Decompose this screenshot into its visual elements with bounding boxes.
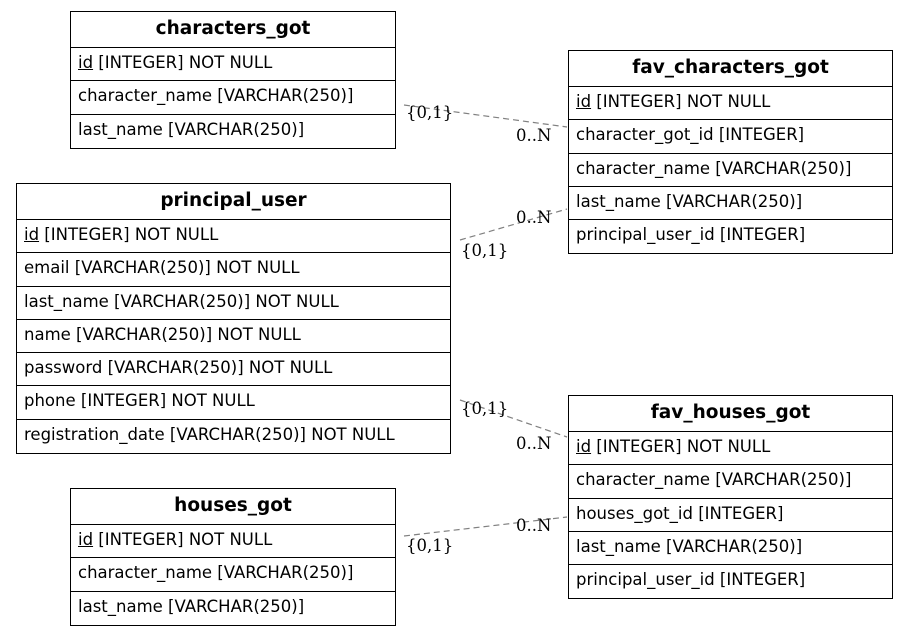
primary-key-name: id <box>24 225 40 244</box>
attribute-name: last_name <box>78 596 163 616</box>
attribute-row: houses_got_id [INTEGER] <box>569 499 892 532</box>
attribute-name: principal_user_id <box>576 225 715 245</box>
attribute-type: [INTEGER] <box>692 503 784 523</box>
attribute-type: [VARCHAR(250)] <box>710 470 852 490</box>
rel-from-card-user-1: {0,1} <box>461 241 508 260</box>
attribute-name: phone <box>24 391 76 411</box>
attribute-type: [VARCHAR(250)] <box>660 536 803 556</box>
attribute-name: last_name <box>576 536 661 556</box>
attribute-type: [VARCHAR(250)] <box>212 86 354 106</box>
rel-to-card-fav-characters-1: 0..N <box>516 126 551 145</box>
rel-to-card-fav-characters-2: 0..N <box>516 208 551 227</box>
attribute-type: [INTEGER] NOT NULL <box>591 92 771 111</box>
attribute-type: [VARCHAR(250)] <box>162 119 305 139</box>
attribute-name: houses_got_id <box>576 503 693 523</box>
attribute-row: last_name [VARCHAR(250)] <box>71 592 395 625</box>
entity-principal-user[interactable]: principal_user id [INTEGER] NOT NULL ema… <box>16 183 451 455</box>
attribute-row: character_name [VARCHAR(250)] <box>569 154 892 187</box>
attribute-row: id [INTEGER] NOT NULL <box>569 87 892 121</box>
entity-fav-houses-got[interactable]: fav_houses_got id [INTEGER] NOT NULL cha… <box>568 395 893 600</box>
entity-title: fav_houses_got <box>569 396 892 432</box>
attribute-name: character_name <box>78 563 213 583</box>
attribute-row: id [INTEGER] NOT NULL <box>71 525 395 559</box>
attribute-name: password <box>24 358 103 378</box>
attribute-row: character_got_id [INTEGER] <box>569 120 892 154</box>
attribute-row: email [VARCHAR(250)] NOT NULL <box>17 253 450 287</box>
attribute-name: registration_date <box>24 424 165 444</box>
rel-to-card-fav-houses-2: 0..N <box>516 516 551 535</box>
attribute-name: last_name <box>24 291 109 311</box>
attribute-type: [VARCHAR(250)] NOT NULL <box>70 324 301 344</box>
rel-line-characters-fav-characters <box>403 104 568 128</box>
primary-key-name: id <box>576 92 592 111</box>
rel-from-card-characters: {0,1} <box>406 103 453 122</box>
primary-key-name: id <box>576 437 592 456</box>
attribute-type: [INTEGER] NOT NULL <box>75 391 255 411</box>
attribute-row: id [INTEGER] NOT NULL <box>569 432 892 466</box>
attribute-type: [VARCHAR(250)] NOT NULL <box>102 358 333 378</box>
attribute-type: [VARCHAR(250)] <box>710 158 852 178</box>
attribute-type: [VARCHAR(250)] NOT NULL <box>108 291 339 311</box>
attribute-row: character_name [VARCHAR(250)] <box>569 465 892 499</box>
attribute-type: [INTEGER] NOT NULL <box>39 225 219 244</box>
attribute-row: phone [INTEGER] NOT NULL <box>17 386 450 420</box>
attribute-name: principal_user_id <box>576 570 715 590</box>
rel-to-card-fav-houses-1: 0..N <box>516 434 551 453</box>
attribute-type: [INTEGER] <box>713 125 805 145</box>
attribute-type: [VARCHAR(250)] NOT NULL <box>69 258 300 278</box>
attribute-type: [VARCHAR(250)] <box>212 563 354 583</box>
attribute-type: [INTEGER] NOT NULL <box>591 437 771 456</box>
entity-title: principal_user <box>17 184 450 220</box>
attribute-name: character_name <box>78 86 213 106</box>
attribute-name: last_name <box>78 119 163 139</box>
attribute-row: principal_user_id [INTEGER] <box>569 565 892 598</box>
attribute-row: password [VARCHAR(250)] NOT NULL <box>17 353 450 387</box>
primary-key-name: id <box>78 53 94 72</box>
attribute-row: character_name [VARCHAR(250)] <box>71 558 395 592</box>
primary-key-name: id <box>78 530 94 549</box>
attribute-row: last_name [VARCHAR(250)] <box>71 115 395 148</box>
attribute-row: last_name [VARCHAR(250)] NOT NULL <box>17 287 450 320</box>
attribute-row: name [VARCHAR(250)] NOT NULL <box>17 320 450 354</box>
attribute-row: registration_date [VARCHAR(250)] NOT NUL… <box>17 420 450 453</box>
attribute-row: character_name [VARCHAR(250)] <box>71 81 395 115</box>
rel-line-houses-fav-houses <box>403 516 568 537</box>
attribute-row: last_name [VARCHAR(250)] <box>569 187 892 221</box>
attribute-name: character_name <box>576 470 711 490</box>
attribute-type: [VARCHAR(250)] <box>660 191 803 211</box>
attribute-name: character_got_id <box>576 125 714 145</box>
attribute-name: last_name <box>576 191 661 211</box>
attribute-name: name <box>24 324 71 344</box>
rel-line-user-fav-characters <box>459 208 568 241</box>
entity-characters-got[interactable]: characters_got id [INTEGER] NOT NULL cha… <box>70 11 396 149</box>
entity-title: houses_got <box>71 489 395 525</box>
attribute-name: email <box>24 258 70 278</box>
attribute-type: [INTEGER] <box>714 570 806 590</box>
attribute-type: [INTEGER] <box>714 225 806 245</box>
entity-houses-got[interactable]: houses_got id [INTEGER] NOT NULL charact… <box>70 488 396 626</box>
attribute-row: id [INTEGER] NOT NULL <box>71 48 395 82</box>
attribute-row: principal_user_id [INTEGER] <box>569 220 892 253</box>
rel-line-user-fav-houses <box>459 399 568 438</box>
rel-from-card-houses: {0,1} <box>406 536 453 555</box>
attribute-type: [VARCHAR(250)] <box>162 596 305 616</box>
attribute-row: last_name [VARCHAR(250)] <box>569 532 892 566</box>
attribute-type: [INTEGER] NOT NULL <box>93 530 273 549</box>
entity-title: characters_got <box>71 12 395 48</box>
attribute-row: id [INTEGER] NOT NULL <box>17 220 450 254</box>
entity-title: fav_characters_got <box>569 51 892 87</box>
entity-fav-characters-got[interactable]: fav_characters_got id [INTEGER] NOT NULL… <box>568 50 893 255</box>
attribute-type: [VARCHAR(250)] NOT NULL <box>164 424 395 444</box>
attribute-name: character_name <box>576 158 711 178</box>
rel-from-card-user-2: {0,1} <box>461 399 508 418</box>
attribute-type: [INTEGER] NOT NULL <box>93 53 273 72</box>
